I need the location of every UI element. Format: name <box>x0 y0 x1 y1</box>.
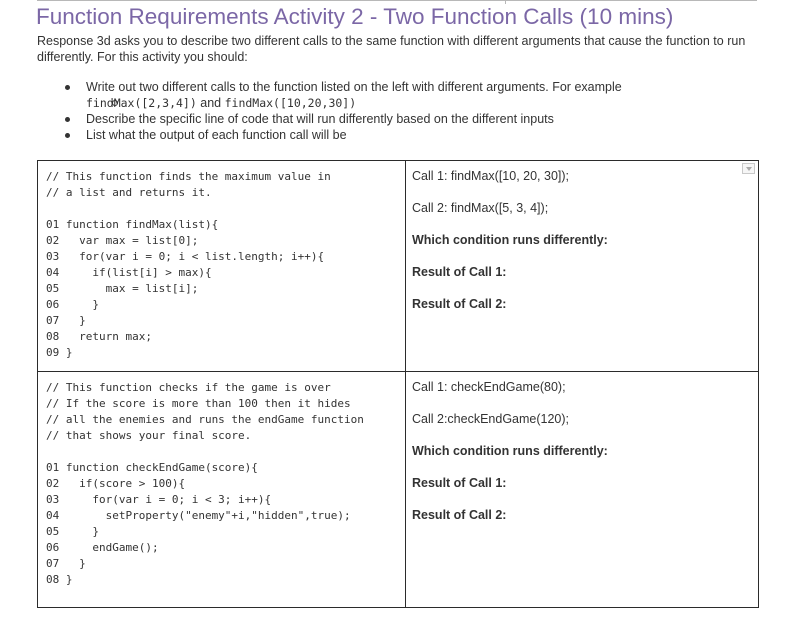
code-line <box>46 444 405 460</box>
condition-label: Which condition runs differently: <box>412 444 608 458</box>
code-line: 01 function checkEndGame(score){ <box>46 461 258 474</box>
question-list: Call 1: checkEndGame(80); Call 2:checkEn… <box>406 372 758 538</box>
top-border-tick <box>505 0 506 4</box>
code-line: 02 if(score > 100){ <box>46 477 186 490</box>
answer-cell-checkendgame[interactable]: Call 1: checkEndGame(80); Call 2:checkEn… <box>405 371 759 608</box>
result-1-label: Result of Call 1: <box>412 265 507 279</box>
bullet-icon <box>65 117 70 122</box>
intro-paragraph: Response 3d asks you to describe two dif… <box>37 34 746 64</box>
condition-label: Which condition runs differently: <box>412 233 608 247</box>
example-and: and <box>196 96 225 110</box>
code-line: 07 } <box>46 314 86 327</box>
call-2-label: Call 2: findMax([5, 3, 4]); <box>412 201 549 215</box>
call-1-label: Call 1: findMax([10, 20, 30]); <box>412 169 570 183</box>
code-line: // If the score is more than 100 then it… <box>46 397 351 410</box>
question-list: Call 1: findMax([10, 20, 30]); Call 2: f… <box>406 161 758 327</box>
call-1-label: Call 1: checkEndGame(80); <box>412 380 566 394</box>
chevron-down-icon[interactable] <box>742 163 755 174</box>
code-line: // This function finds the maximum value… <box>46 170 331 183</box>
result-1-label: Result of Call 1: <box>412 476 507 490</box>
code-line: 03 for(var i = 0; i < 3; i++){ <box>46 493 272 506</box>
code-line: 05 max = list[i]; <box>46 282 199 295</box>
table-row: // This function finds the maximum value… <box>37 160 759 372</box>
result-2-label: Result of Call 2: <box>412 508 507 522</box>
code-line: // a list and returns it. <box>46 186 212 199</box>
code-line: 08 return max; <box>46 330 152 343</box>
code-cell-findmax: // This function finds the maximum value… <box>37 160 406 372</box>
code-block-findmax: // This function finds the maximum value… <box>38 161 405 361</box>
instruction-text-1: Write out two different calls to the fun… <box>86 80 622 94</box>
code-line: 06 } <box>46 298 99 311</box>
example-code-1: findMax([2,3,4]) <box>86 96 197 110</box>
instruction-item-1: Write out two different calls to the fun… <box>37 79 622 95</box>
sub-bullet-icon <box>112 100 118 106</box>
code-line: 04 if(list[i] > max){ <box>46 266 212 279</box>
code-line: 06 endGame(); <box>46 541 159 554</box>
code-line: 07 } <box>46 557 86 570</box>
call-2-label: Call 2:checkEndGame(120); <box>412 412 570 426</box>
code-line: 03 for(var i = 0; i < list.length; i++){ <box>46 250 325 263</box>
code-line: // that shows your final score. <box>46 429 252 442</box>
code-line: // This function checks if the game is o… <box>46 381 331 394</box>
code-line: 01 function findMax(list){ <box>46 218 219 231</box>
example-code-2: findMax([10,20,30]) <box>224 96 357 110</box>
code-cell-checkendgame: // This function checks if the game is o… <box>37 371 406 608</box>
bullet-icon <box>65 85 70 90</box>
result-2-label: Result of Call 2: <box>412 297 507 311</box>
code-line: 02 var max = list[0]; <box>46 234 199 247</box>
code-line: 05 } <box>46 525 99 538</box>
code-block-checkendgame: // This function checks if the game is o… <box>38 372 405 588</box>
instruction-item-3: List what the output of each function ca… <box>37 127 622 143</box>
top-border <box>37 0 757 1</box>
code-line: 04 setProperty("enemy"+i,"hidden",true); <box>46 509 351 522</box>
activity-table: // This function finds the maximum value… <box>37 160 759 608</box>
instruction-item-2: Describe the specific line of code that … <box>37 111 622 127</box>
code-line <box>46 201 405 217</box>
page-title: Function Requirements Activity 2 - Two F… <box>36 4 674 29</box>
bullet-icon <box>65 133 70 138</box>
code-line: // all the enemies and runs the endGame … <box>46 413 364 426</box>
table-row: // This function checks if the game is o… <box>37 371 759 608</box>
example-item: findMax([2,3,4]) and findMax([10,20,30]) <box>37 95 622 111</box>
instruction-text-3: List what the output of each function ca… <box>86 128 347 142</box>
instruction-text-2: Describe the specific line of code that … <box>86 112 554 126</box>
answer-cell-findmax[interactable]: Call 1: findMax([10, 20, 30]); Call 2: f… <box>405 160 759 372</box>
code-line: 08 } <box>46 573 73 586</box>
instruction-list: Write out two different calls to the fun… <box>37 79 622 143</box>
code-line: 09 } <box>46 346 73 359</box>
